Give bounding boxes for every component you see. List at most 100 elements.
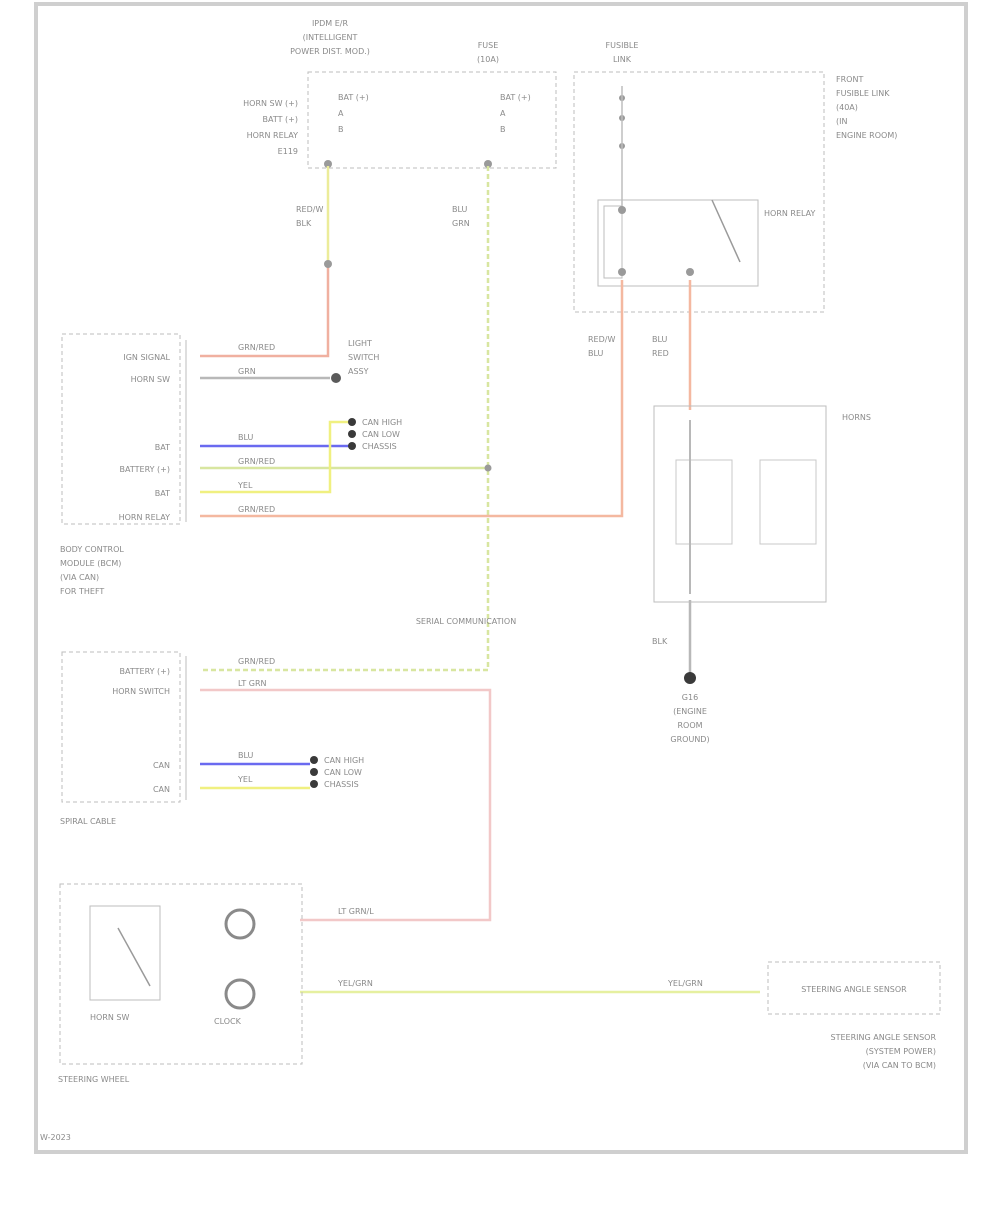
bcm-pin-5: BAT — [155, 489, 170, 498]
ground-caption-1: G16 — [682, 693, 698, 702]
clock-lamp-icon — [224, 978, 256, 1010]
fusible-caption-5: ENGINE ROOM) — [836, 131, 897, 140]
spiral-box — [61, 651, 181, 803]
steering-wheel-module: HORN SW CLOCK STEERING WHEEL — [58, 883, 303, 1084]
relay-pin-2 — [618, 268, 626, 276]
splice-2 — [484, 464, 492, 472]
can-terminal-3 — [348, 442, 356, 450]
wire-label-hs-2: YEL/GRN — [337, 979, 373, 988]
horn-left-icon — [675, 459, 733, 545]
wire-label-bcm-6: GRN/RED — [238, 505, 275, 514]
wire-label-sa: YEL/GRN — [667, 979, 703, 988]
splice-1 — [324, 260, 332, 268]
wire-bcm-bat-yellow — [200, 420, 350, 494]
wire-label-sp-3: BLU — [238, 751, 254, 760]
wire-label-1: RED/W — [296, 205, 323, 214]
spiral-can-label-2: CAN LOW — [324, 768, 362, 777]
bcm-module: IGN SIGNAL HORN SW BAT BATTERY (+) BAT H… — [60, 333, 492, 596]
can-label-1: CAN HIGH — [362, 418, 402, 427]
wire-label-sp-4: YEL — [237, 775, 253, 784]
wire-label-bcm-5: YEL — [237, 481, 253, 490]
fusible-box — [573, 71, 825, 313]
ipdm-inner-pin-2: A — [338, 109, 344, 118]
ipdm-title-3: POWER DIST. MOD.) — [290, 47, 370, 56]
fusible-caption-2: FUSIBLE LINK — [836, 89, 890, 98]
wire-label-bcm-3: BLU — [238, 433, 254, 442]
ground-caption-2: (ENGINE — [673, 707, 707, 716]
horn-relay-contact — [711, 199, 741, 263]
can-label-3: CHASSIS — [362, 442, 397, 451]
spiral-pin-4: CAN — [153, 785, 170, 794]
horn-switch-contact — [117, 927, 151, 987]
wire-relay-bcm — [200, 280, 624, 518]
bcm-caption-2: MODULE (BCM) — [60, 559, 121, 568]
wire-label-sp-2: LT GRN — [238, 679, 267, 688]
lamp-label-b: SWITCH — [348, 353, 379, 362]
wire-label-bcm-2: GRN — [238, 367, 256, 376]
spiral-cable: BATTERY (+) HORN SWITCH CAN CAN SPIRAL C… — [60, 651, 364, 826]
wire-label-gnd: BLK — [652, 637, 668, 646]
steering-angle-box — [767, 961, 941, 1015]
ipdm-connector: E119 — [278, 147, 298, 156]
fuse-top-pin-3: B — [500, 125, 506, 134]
ipdm-terminal-2 — [484, 160, 492, 168]
horn-relay-coil — [603, 205, 623, 279]
fusible-title-1: FUSIBLE — [606, 41, 639, 50]
spiral-can-label-3: CHASSIS — [324, 780, 359, 789]
wire-label-3: RED/W — [588, 335, 615, 344]
wire-label-3b: BLU — [588, 349, 604, 358]
fusible-caption-3: (40A) — [836, 103, 858, 112]
ground-caption-3: ROOM — [677, 721, 702, 730]
bcm-horn-sw-terminal — [331, 373, 341, 383]
horns-assembly: HORNS — [653, 405, 871, 603]
relay-pin-1 — [618, 206, 626, 214]
steering-angle-caption-2: (SYSTEM POWER) — [866, 1047, 936, 1056]
fusible-link: FUSIBLE LINK FRONT FUSIBLE LINK (40A) (I… — [573, 41, 897, 313]
bcm-pin-2: HORN SW — [131, 375, 170, 384]
bcm-box — [61, 333, 181, 525]
ground-caption-4: GROUND) — [670, 735, 709, 744]
ipdm-title-1: IPDM E/R — [312, 19, 349, 28]
lamp-label-a: LIGHT — [348, 339, 372, 348]
spiral-pin-2: HORN SWITCH — [112, 687, 170, 696]
wire-label-sp-1: GRN/RED — [238, 657, 275, 666]
horns-box — [653, 405, 827, 603]
wire-spiral-horn — [200, 688, 492, 922]
steering-angle-caption-3: (VIA CAN TO BCM) — [863, 1061, 936, 1070]
center-note: SERIAL COMMUNICATION — [416, 617, 516, 626]
wire-label-bcm-4: GRN/RED — [238, 457, 275, 466]
wire-label-4b: RED — [652, 349, 669, 358]
horn-pad-icon — [224, 908, 256, 940]
ipdm-inner-pin-1: BAT (+) — [338, 93, 369, 102]
ipdm-terminal-1 — [324, 160, 332, 168]
fuse-top-title-1: FUSE — [478, 41, 499, 50]
spiral-pin-3: CAN — [153, 761, 170, 770]
spiral-can-terminal-3 — [310, 780, 318, 788]
ipdm-pin-2: BATT (+) — [263, 115, 298, 124]
fuse-top-pin-2: A — [500, 109, 506, 118]
spiral-can-terminal-2 — [310, 768, 318, 776]
wire-label-1b: BLK — [296, 219, 312, 228]
bcm-pin-6: HORN RELAY — [119, 513, 171, 522]
wire-layer — [200, 166, 760, 994]
wire-label-bcm-1: GRN/RED — [238, 343, 275, 352]
spiral-can-terminal-1 — [310, 756, 318, 764]
horn-relay-label: HORN RELAY — [764, 209, 816, 218]
horn-switch-box — [89, 905, 161, 1001]
wire-labels: RED/W BLK BLU GRN RED/W BLU BLU RED GRN/… — [237, 205, 703, 988]
ipdm-pin-1: HORN SW (+) — [243, 99, 298, 108]
ipdm-module: IPDM E/R (INTELLIGENT POWER DIST. MOD.) … — [243, 19, 557, 169]
can-label-2: CAN LOW — [362, 430, 400, 439]
bcm-caption-1: BODY CONTROL — [60, 545, 124, 554]
relay-pin-3 — [686, 268, 694, 276]
wire-label-2: BLU — [452, 205, 468, 214]
bcm-caption-4: FOR THEFT — [60, 587, 104, 596]
wire-ipdm-1b — [200, 266, 330, 358]
ipdm-pin-3: HORN RELAY — [247, 131, 299, 140]
horn-right-icon — [759, 459, 817, 545]
spiral-can-label-1: CAN HIGH — [324, 756, 364, 765]
ipdm-inner-pin-3: B — [338, 125, 344, 134]
steering-angle-caption-1: STEERING ANGLE SENSOR — [831, 1033, 937, 1042]
spiral-pin-1: BATTERY (+) — [120, 667, 170, 676]
